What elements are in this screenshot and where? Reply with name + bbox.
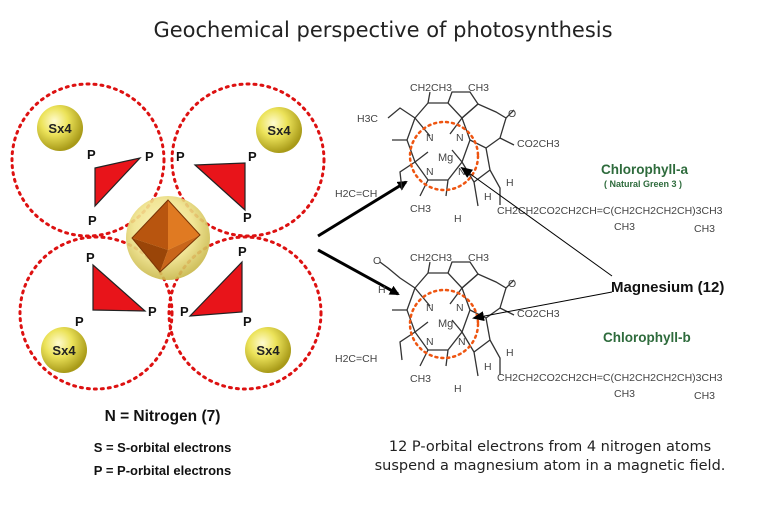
magnesium-highlight-b <box>408 288 480 360</box>
vinyl-label: H2C=CH <box>335 353 377 365</box>
chlorophyll-b-labels: CH2CH3 CH3 O H O CO2CH3 N N N N Mg H H H… <box>335 252 723 402</box>
legend-s-orbital: S = S-orbital electrons <box>93 440 232 455</box>
p-label: P <box>238 244 247 259</box>
nitrogen-label: N <box>426 132 434 144</box>
chlorophyll-a-structure <box>387 91 515 207</box>
p-label: P <box>145 149 154 164</box>
methyl-label: CH3 <box>468 252 489 264</box>
nitrogen-label: N <box>458 336 466 348</box>
nitrogen-label: N <box>458 166 466 178</box>
chlorophyll-a-name: Chlorophyll-a <box>601 162 688 177</box>
orbital-circle-top-right <box>170 82 326 238</box>
sulfur-sphere-top-right: Sx4 <box>256 107 302 153</box>
sulfur-sphere-bottom-left: Sx4 <box>41 327 87 373</box>
octahedron-shape <box>131 199 201 273</box>
nitrogen-label: N <box>426 302 434 314</box>
pointer-line-a <box>460 166 613 277</box>
vinyl-label: H2C=CH <box>335 188 377 200</box>
ethyl-group-label: CH2CH3 <box>410 82 452 94</box>
sulfur-label: Sx4 <box>267 123 291 138</box>
chlorophyll-a-labels: CH2CH3 CH3 H3C O CO2CH3 N N N N Mg H H H… <box>335 82 723 235</box>
oxygen-label: O <box>373 255 381 267</box>
ester-label: CO2CH3 <box>517 138 560 150</box>
nitrogen-label: N <box>426 336 434 348</box>
p-label: P <box>75 314 84 329</box>
caption-line-2: suspend a magnesium atom in a magnetic f… <box>374 458 726 474</box>
p-orbital-triangle-top-left <box>94 156 142 208</box>
p-label: P <box>248 149 257 164</box>
p-label: P <box>243 210 252 225</box>
magnesium-label: Mg <box>438 152 453 164</box>
tail-branch-label: CH3 <box>694 223 715 235</box>
sulfur-label: Sx4 <box>52 343 76 358</box>
oxygen-label: O <box>508 108 516 120</box>
p-label: P <box>148 304 157 319</box>
orbital-circle-bottom-right <box>167 235 323 391</box>
hydrogen-label: H <box>378 284 386 296</box>
magnesium-label: Mg <box>438 318 453 330</box>
arrow-to-chlorophyll-b <box>317 248 400 296</box>
p-label: P <box>87 147 96 162</box>
tail-branch-label: CH3 <box>614 221 635 233</box>
sulfur-label: Sx4 <box>256 343 280 358</box>
hydrogen-label: H <box>506 177 514 189</box>
oxygen-label: O <box>508 278 516 290</box>
p-label: P <box>86 250 95 265</box>
p-orbital-triangle-bottom-right <box>188 260 243 317</box>
p-label: P <box>180 304 189 319</box>
tail-branch-label: CH3 <box>614 388 635 400</box>
nitrogen-label: N <box>426 166 434 178</box>
sulfur-sphere-top-left: Sx4 <box>37 105 83 151</box>
sulfur-label: Sx4 <box>48 121 72 136</box>
nitrogen-orbital-model: Sx4 Sx4 Sx4 Sx4 P P P <box>10 82 326 391</box>
chlorophyll-b-name: Chlorophyll-b <box>603 330 691 345</box>
phytol-tail-label: CH2CH2CO2CH2CH=C(CH2CH2CH2CH)3CH3 <box>497 205 723 217</box>
hydrogen-label: H <box>484 191 492 203</box>
phytol-tail-label: CH2CH2CO2CH2CH=C(CH2CH2CH2CH)3CH3 <box>497 372 723 384</box>
methyl-label: CH3 <box>410 373 431 385</box>
p-orbital-triangle-top-right <box>193 162 246 212</box>
methyl-label: H3C <box>357 113 378 125</box>
pointer-line-b <box>472 291 613 322</box>
nitrogen-label: N <box>456 302 464 314</box>
ethyl-group-label: CH2CH3 <box>410 252 452 264</box>
methyl-label: CH3 <box>468 82 489 94</box>
caption: 12 P-orbital electrons from 4 nitrogen a… <box>360 438 740 476</box>
p-label: P <box>176 149 185 164</box>
chlorophyll-a-subtitle: ( Natural Green 3 ) <box>604 179 682 189</box>
legend-p-orbital: P = P-orbital electrons <box>93 463 232 478</box>
sulfur-sphere-bottom-right: Sx4 <box>245 327 291 373</box>
nitrogen-label: N <box>456 132 464 144</box>
hydrogen-label: H <box>484 361 492 373</box>
orbital-circle-bottom-left <box>18 235 174 391</box>
ester-label: CO2CH3 <box>517 308 560 320</box>
caption-line-1: 12 P-orbital electrons from 4 nitrogen a… <box>388 439 712 455</box>
hydrogen-label: H <box>454 383 462 395</box>
arrow-to-chlorophyll-a <box>317 180 408 238</box>
tail-branch-label: CH3 <box>694 390 715 402</box>
p-label: P <box>243 314 252 329</box>
methyl-label: CH3 <box>410 203 431 215</box>
magnesium-highlight-a <box>408 120 480 192</box>
legend-nitrogen: N = Nitrogen (7) <box>104 408 221 425</box>
page-title: Geochemical perspective of photosynthesi… <box>153 18 613 42</box>
hydrogen-label: H <box>506 347 514 359</box>
magnesium-callout: Magnesium (12) <box>611 279 724 296</box>
hydrogen-label: H <box>454 213 462 225</box>
p-label: P <box>88 213 97 228</box>
p-orbital-triangle-bottom-left <box>92 263 147 312</box>
